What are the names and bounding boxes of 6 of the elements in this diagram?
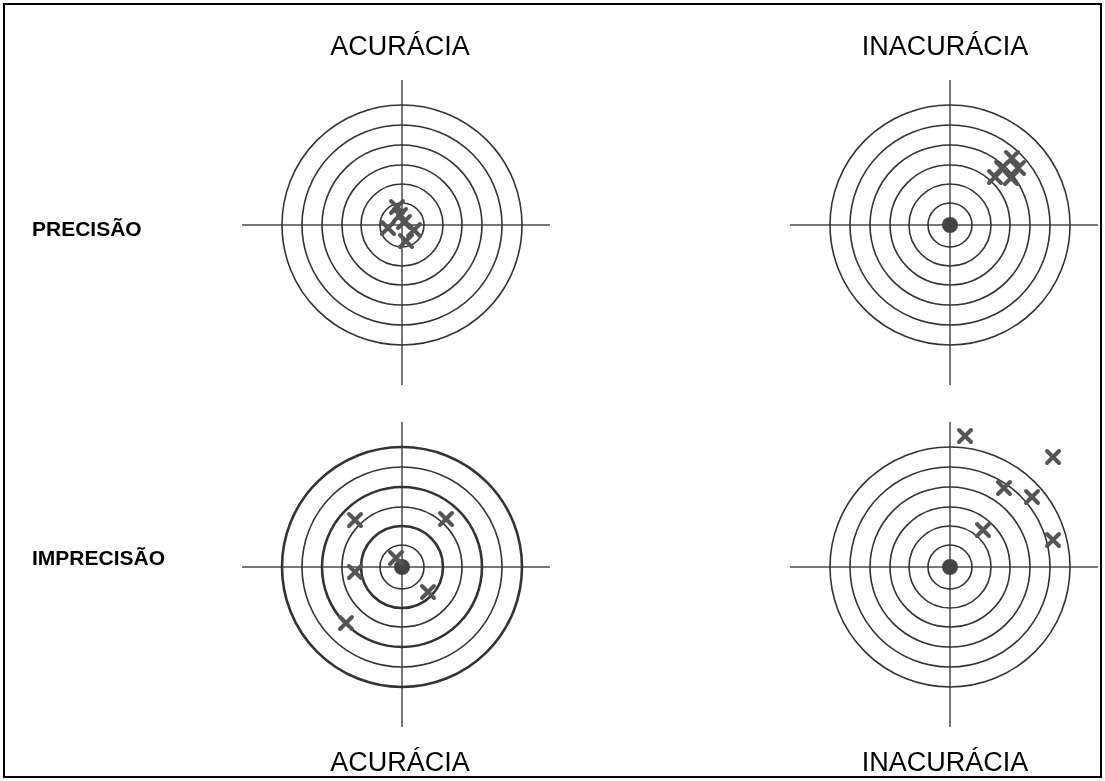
row-heading: PRECISÃO	[32, 218, 142, 239]
column-heading: ACURÁCIA	[330, 33, 470, 60]
column-heading: INACURÁCIA	[861, 33, 1029, 60]
column-heading: ACURÁCIA	[330, 749, 470, 776]
row-heading: IMPRECISÃO	[32, 547, 165, 568]
column-heading: INACURÁCIA	[861, 749, 1029, 776]
